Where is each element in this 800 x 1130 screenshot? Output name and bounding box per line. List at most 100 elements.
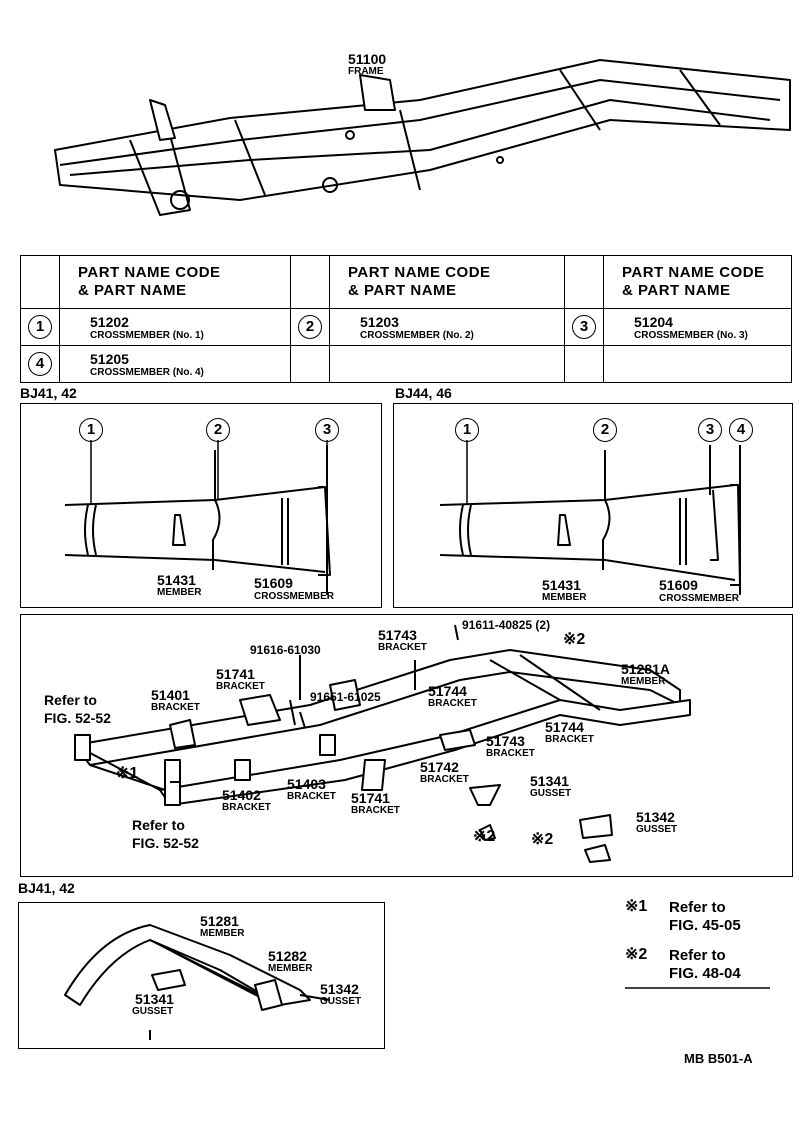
refer-text: Refer to xyxy=(132,817,185,833)
part-code: 51281 xyxy=(200,913,239,929)
part-name: MEMBER xyxy=(542,592,587,603)
part-name: BRACKET xyxy=(287,791,336,802)
part-code: 51203 xyxy=(360,313,399,330)
ref-circle: 3 xyxy=(698,418,722,442)
legend-text: Refer to xyxy=(669,947,726,964)
part-code: 51342 xyxy=(636,809,675,825)
panel-title-bottom: BJ41, 42 xyxy=(18,880,75,896)
table-header-3: PART NAME CODE& PART NAME xyxy=(603,255,792,309)
part-name: MEMBER xyxy=(157,587,202,598)
part-code: 51281A xyxy=(621,661,671,677)
part-name: CROSSMEMBER xyxy=(254,591,335,602)
part-name: MEMBER xyxy=(621,676,666,687)
part-name: CROSSMEMBER (No. 4) xyxy=(90,366,204,378)
part-code: 51202 xyxy=(90,313,129,330)
note-mark: ※2 xyxy=(563,631,586,648)
part-name: BRACKET xyxy=(545,734,594,745)
ref-circle: 4 xyxy=(28,352,52,376)
part-name: BRACKET xyxy=(151,702,200,713)
part-code: 51743 xyxy=(378,627,417,643)
part-code: 51342 xyxy=(320,981,359,997)
part-name: BRACKET xyxy=(428,698,477,709)
part-code: 51743 xyxy=(486,733,525,749)
part-name: BRACKET xyxy=(486,748,535,759)
part-name: BRACKET xyxy=(222,802,271,813)
legend-text: Refer to xyxy=(669,899,726,916)
refer-fig: FIG. 52-52 xyxy=(44,710,111,726)
note-mark: ※2 xyxy=(473,828,496,845)
part-name: GUSSET xyxy=(636,824,678,835)
part-code: 51742 xyxy=(420,759,459,775)
figure-code: MB B501-A xyxy=(684,1051,753,1066)
chassis-bracket-drawing xyxy=(74,624,691,863)
panel-title-bj44: BJ44, 46 xyxy=(395,385,452,401)
part-code: 51609 xyxy=(254,575,293,591)
ref-circle: 4 xyxy=(729,418,753,442)
part-code: 51341 xyxy=(530,773,569,789)
part-name: BRACKET xyxy=(216,681,265,692)
bottom-member-drawing xyxy=(64,924,331,1040)
part-name: CROSSMEMBER (No. 1) xyxy=(90,329,204,341)
part-name: CROSSMEMBER (No. 2) xyxy=(360,329,474,341)
ref-circle: 2 xyxy=(298,315,322,339)
part-code: 51282 xyxy=(268,948,307,964)
part-code: 51741 xyxy=(216,666,255,682)
table-header-1: PART NAME CODE& PART NAME xyxy=(59,255,291,309)
part-code: 51204 xyxy=(634,313,673,330)
part-code: 51609 xyxy=(659,577,698,593)
part-code: 51402 xyxy=(222,787,261,803)
table-header-2: PART NAME CODE& PART NAME xyxy=(329,255,565,309)
legend-mark: ※2 xyxy=(625,946,648,963)
panel-bottom xyxy=(18,902,385,1049)
part-name: CROSSMEMBER xyxy=(659,593,740,604)
part-code: 51205 xyxy=(90,350,129,367)
part-code: 51401 xyxy=(151,687,190,703)
panel-bj41 xyxy=(20,403,382,608)
ref-circle: 2 xyxy=(593,418,617,442)
part-name-table: PART NAME CODE& PART NAME PART NAME CODE… xyxy=(20,255,792,383)
bolt-code: 91611-40825 (2) xyxy=(462,618,551,632)
part-code: 51431 xyxy=(542,577,581,593)
part-name: GUSSET xyxy=(530,788,572,799)
ref-circle: 1 xyxy=(79,418,103,442)
ref-circle: 3 xyxy=(315,418,339,442)
part-name: BRACKET xyxy=(420,774,469,785)
part-code: 51431 xyxy=(157,572,196,588)
part-name: CROSSMEMBER (No. 3) xyxy=(634,329,748,341)
refer-text: Refer to xyxy=(44,692,97,708)
part-name: BRACKET xyxy=(378,642,427,653)
legend-fig: FIG. 48-04 xyxy=(669,965,741,982)
legend-mark: ※1 xyxy=(625,898,648,915)
ref-circle: 3 xyxy=(572,315,596,339)
frame-name: FRAME xyxy=(348,66,384,77)
part-code: 51341 xyxy=(135,991,174,1007)
part-name: MEMBER xyxy=(200,928,245,939)
bj41-ladder-drawing xyxy=(64,440,331,595)
part-name: GUSSET xyxy=(320,996,362,1007)
frame-drawing xyxy=(54,59,791,216)
part-code: 51744 xyxy=(428,683,467,699)
part-code: 51741 xyxy=(351,790,390,806)
panel-bj44 xyxy=(393,403,793,608)
bolt-code: 91616-61030 xyxy=(250,643,321,657)
part-name: BRACKET xyxy=(351,805,400,816)
refer-fig: FIG. 52-52 xyxy=(132,835,199,851)
ref-circle: 1 xyxy=(455,418,479,442)
panel-title-bj41: BJ41, 42 xyxy=(20,385,77,401)
part-name: GUSSET xyxy=(132,1006,174,1017)
bj44-ladder-drawing xyxy=(439,440,741,595)
ref-circle: 2 xyxy=(206,418,230,442)
part-code: 51744 xyxy=(545,719,584,735)
part-code: 51403 xyxy=(287,776,326,792)
panel-chassis xyxy=(20,614,793,877)
part-name: MEMBER xyxy=(268,963,313,974)
note-mark: ※2 xyxy=(531,831,554,848)
bolt-code: 91651-61025 xyxy=(310,690,381,704)
note-mark: ※1 xyxy=(116,765,139,782)
legend-fig: FIG. 45-05 xyxy=(669,917,741,934)
ref-circle: 1 xyxy=(28,315,52,339)
frame-code: 51100 xyxy=(348,51,387,67)
